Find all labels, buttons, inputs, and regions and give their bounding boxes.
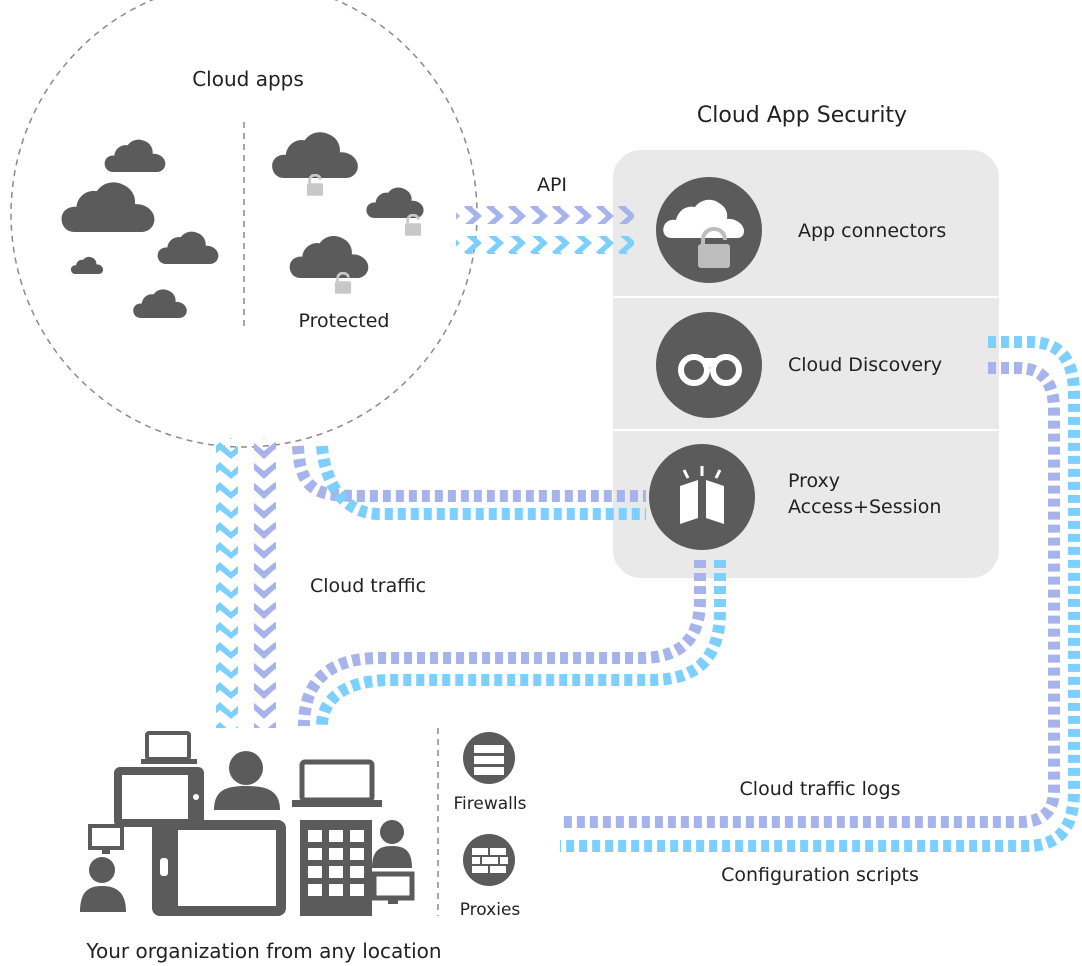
person-icon bbox=[380, 820, 404, 844]
tablet-icon bbox=[122, 775, 188, 819]
cloud-traffic-arrow-down bbox=[216, 438, 238, 728]
proxy-book-icon bbox=[706, 480, 724, 524]
discovery-arrows: Cloud traffic logs Configuration scripts bbox=[560, 336, 1080, 886]
lock-icon bbox=[306, 174, 324, 196]
laptop-icon bbox=[141, 759, 197, 764]
cloud-traffic-logs-label: Cloud traffic logs bbox=[740, 778, 901, 800]
proxy-to-cloud-arrow bbox=[292, 445, 646, 502]
monitor-icon bbox=[388, 898, 398, 904]
org-to-proxy-arrow bbox=[298, 560, 706, 727]
monitor-icon bbox=[102, 848, 110, 854]
cloud-icon bbox=[70, 256, 104, 274]
api-arrows: API bbox=[456, 174, 634, 254]
cloud-icon bbox=[157, 231, 219, 264]
laptop-icon bbox=[299, 759, 375, 803]
person-icon bbox=[214, 786, 280, 810]
person-icon bbox=[372, 846, 412, 868]
tablet-icon bbox=[160, 858, 168, 876]
api-arrow-right bbox=[456, 236, 634, 254]
person-icon bbox=[89, 857, 115, 883]
cloud-discovery-row[interactable]: Cloud Discovery bbox=[656, 312, 942, 418]
monitor-icon bbox=[371, 871, 415, 901]
laptop-icon bbox=[145, 731, 191, 761]
person-icon bbox=[80, 886, 126, 912]
monitor-icon bbox=[88, 824, 124, 850]
binoculars-icon bbox=[678, 354, 710, 386]
api-arrow-left bbox=[456, 206, 634, 224]
server-icon bbox=[474, 745, 504, 753]
cloud-apps-group: Cloud apps Protected bbox=[10, 0, 478, 448]
lock-icon bbox=[404, 214, 422, 236]
cloud-traffic-arrow-up bbox=[254, 438, 276, 728]
cloud-traffic-arrows: Cloud traffic bbox=[216, 438, 426, 728]
cloud-icon bbox=[133, 289, 187, 318]
proxy-cloud-arrows bbox=[292, 445, 646, 520]
cas-title: Cloud App Security bbox=[697, 103, 907, 128]
brick-wall-icon bbox=[472, 848, 508, 873]
cloud-discovery-label: Cloud Discovery bbox=[788, 354, 942, 376]
app-connectors-label: App connectors bbox=[798, 220, 946, 242]
proxies-label: Proxies bbox=[460, 900, 521, 920]
cloud-icon bbox=[61, 182, 155, 232]
firewalls-label: Firewalls bbox=[454, 794, 527, 814]
cloud-app-security-panel: Cloud App Security App connectors Cloud … bbox=[613, 103, 999, 578]
building-windows bbox=[308, 830, 364, 896]
server-icon bbox=[474, 756, 504, 764]
proxy-book-icon bbox=[680, 480, 698, 524]
cloud-icon bbox=[289, 236, 369, 278]
app-connectors-row[interactable]: App connectors bbox=[656, 177, 946, 283]
cloud-traffic-label: Cloud traffic bbox=[310, 575, 426, 597]
proxy-label: Proxy bbox=[788, 470, 840, 492]
proxy-access-session-label: Access+Session bbox=[788, 496, 941, 518]
cloud-icon bbox=[104, 139, 166, 172]
proxy-org-arrows bbox=[298, 560, 726, 727]
organization-caption: Your organization from any location bbox=[85, 939, 441, 963]
proxy-circle bbox=[649, 444, 755, 550]
tablet-icon bbox=[193, 794, 199, 800]
binoculars-icon bbox=[703, 358, 717, 367]
binoculars-icon bbox=[710, 354, 742, 386]
cloud-icon bbox=[663, 199, 744, 238]
proxy-book-icon bbox=[682, 466, 722, 479]
api-label: API bbox=[537, 174, 567, 196]
cloud-apps-title: Cloud apps bbox=[192, 67, 304, 91]
protected-label: Protected bbox=[299, 310, 390, 332]
cloud-to-proxy-arrow bbox=[316, 445, 646, 520]
organization-group: Firewalls Proxies Your organization from… bbox=[80, 728, 527, 963]
configuration-scripts-label: Configuration scripts bbox=[721, 864, 919, 886]
lock-icon bbox=[698, 244, 730, 268]
server-icon bbox=[474, 767, 504, 775]
person-icon bbox=[229, 751, 263, 785]
proxy-to-org-arrow bbox=[316, 560, 726, 727]
cloud-icon bbox=[272, 132, 358, 178]
tablet-icon bbox=[178, 830, 276, 906]
cloud-traffic-logs-arrow bbox=[560, 362, 1060, 828]
cloud-icon bbox=[366, 187, 424, 218]
proxy-row[interactable]: Proxy Access+Session bbox=[649, 444, 941, 550]
configuration-scripts-arrow bbox=[560, 336, 1080, 852]
laptop-icon bbox=[292, 800, 382, 807]
lock-icon bbox=[701, 226, 727, 247]
